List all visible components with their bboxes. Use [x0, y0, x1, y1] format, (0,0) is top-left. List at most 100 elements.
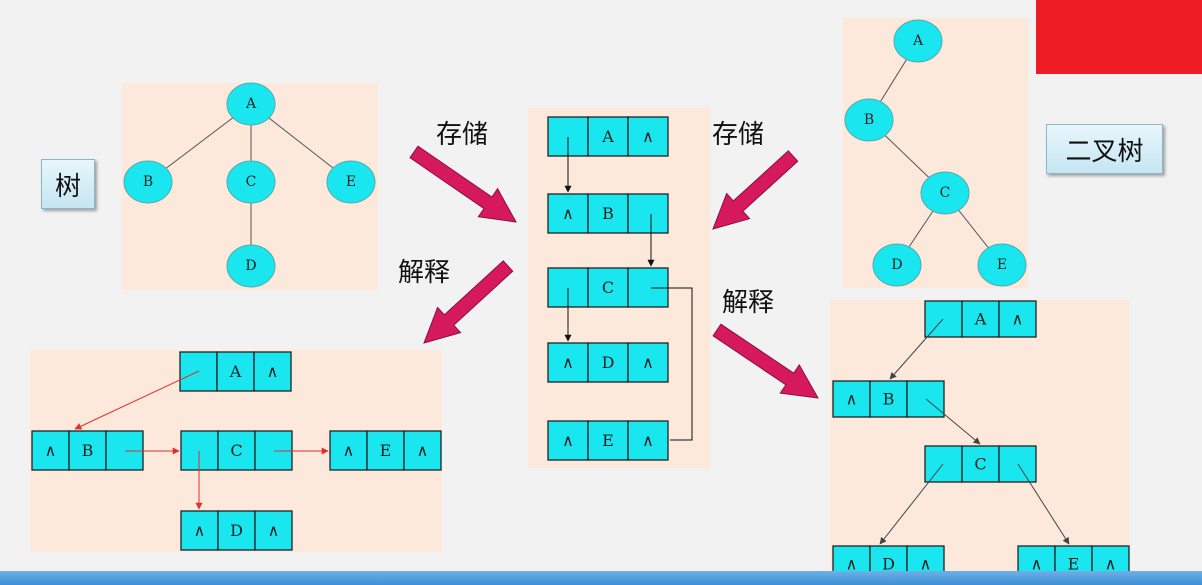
tree-node-label: E	[346, 174, 356, 190]
storage-record-cell-text: E	[602, 431, 614, 450]
storage-link	[651, 287, 693, 441]
left-linked-link	[74, 370, 200, 430]
left-linked-record-cell-text: ∧	[343, 441, 355, 460]
right-linked-link	[889, 318, 944, 380]
left-linked-record-cell-text: ∧	[45, 441, 57, 460]
right-linked-record-cell-text: D	[882, 555, 895, 574]
right-linked-record-cell-text: ∧	[1012, 310, 1024, 329]
right-linked-record-cell	[924, 300, 963, 338]
binary-tree-node-label: A	[912, 33, 924, 49]
left-linked-record-cell-text: B	[82, 441, 94, 460]
binary-tree-panel	[843, 18, 1028, 288]
right-linked-record-cell	[924, 445, 963, 483]
left-linked-record-cell-text: E	[380, 441, 392, 460]
right-linked-record-cell	[906, 380, 945, 418]
right-linked-record-cell	[961, 300, 1000, 338]
right-linked-link	[879, 463, 944, 545]
right-linked-record-cell-text: ∧	[846, 555, 858, 574]
left-linked-record-cell-text: ∧	[194, 521, 206, 540]
binary-tree-node	[872, 243, 922, 287]
binary-tree-node	[920, 171, 970, 215]
right-linked-record-cell-text: ∧	[1031, 555, 1043, 574]
left-linked-record-cell	[216, 351, 255, 392]
tree-node-label: A	[245, 96, 257, 112]
left-linked-record-cell	[180, 510, 219, 551]
left-linked-record-cell	[254, 510, 293, 551]
left-linked-record-cell-text: A	[229, 362, 242, 381]
storage-record-cell	[627, 420, 669, 461]
tree-node	[226, 160, 276, 204]
right-linked-link	[925, 398, 981, 445]
left-linked-record-cell	[217, 430, 256, 471]
storage-record-cell-text: A	[601, 127, 614, 146]
interpret-arrow-right	[712, 323, 819, 399]
binary-tree-node-label: B	[864, 112, 874, 128]
interpret-arrow-left	[423, 260, 514, 344]
tree-node	[226, 82, 276, 126]
store-arrow-left	[409, 145, 517, 223]
right-linked-record-cell-text: B	[883, 390, 895, 409]
binary-tree-node-label: E	[997, 257, 1007, 273]
tree-label: 树	[41, 159, 95, 209]
storage-record-cell	[627, 116, 669, 157]
binary-tree-node	[977, 243, 1027, 287]
tree-node-label: D	[245, 258, 256, 274]
left-linked-record-cell-text: ∧	[417, 441, 429, 460]
right-linked-record-cell	[832, 380, 871, 418]
tree-node-label: B	[143, 174, 153, 190]
left-linked-record-cell-text: ∧	[267, 362, 279, 381]
left-linked-record-cell	[217, 510, 256, 551]
left-linked-record-cell-text: D	[230, 521, 243, 540]
red-corner-block	[1036, 0, 1202, 74]
left-linked-record-cell-text: ∧	[268, 521, 280, 540]
left-linked-record-cell	[253, 351, 292, 392]
storage-record-cell	[587, 420, 629, 461]
storage-record-cell	[627, 342, 669, 383]
store-arrow-right	[712, 150, 799, 230]
storage-record-cell	[547, 342, 589, 383]
store-label-right: 存储	[712, 120, 765, 150]
tree-node	[326, 160, 376, 204]
left-linked-record-cell	[403, 430, 442, 471]
right-linked-link	[1017, 463, 1070, 545]
right-linked-record-cell-text: ∧	[1105, 555, 1117, 574]
right-linked-record-cell-text: A	[974, 310, 987, 329]
right-linked-record-cell	[869, 380, 908, 418]
storage-record-cell-text: ∧	[642, 431, 654, 450]
store-label-left: 存储	[436, 120, 489, 150]
right-linked-record-cell-text: C	[974, 455, 986, 474]
left-linked-record-cell	[105, 430, 144, 471]
interpret-label-right: 解释	[722, 288, 775, 318]
binary-tree-node-label: C	[940, 185, 951, 201]
right-linked-record-cell	[998, 445, 1037, 483]
binary-tree-node-label: D	[891, 257, 902, 273]
storage-record-cell	[587, 193, 629, 234]
storage-record-cell-text: ∧	[562, 431, 574, 450]
right-linked-record-cell-text: ∧	[846, 390, 858, 409]
binary-tree-label: 二叉树	[1046, 124, 1163, 174]
storage-record-cell-text: ∧	[562, 204, 574, 223]
right-linked-record-cell	[961, 445, 1000, 483]
left-linked-record-cell	[31, 430, 70, 471]
storage-record-cell	[587, 342, 629, 383]
storage-record-cell	[627, 193, 669, 234]
storage-record-cell-text: D	[602, 353, 615, 372]
storage-record-cell-text: C	[602, 278, 614, 297]
tree-node	[226, 244, 276, 288]
bottom-taskbar-strip	[0, 571, 1202, 585]
interpret-label-left: 解释	[398, 258, 451, 288]
storage-record-cell-text: ∧	[642, 353, 654, 372]
storage-record-cell	[547, 193, 589, 234]
left-linked-record-cell-text: C	[230, 441, 242, 460]
left-linked-record-cell	[366, 430, 405, 471]
storage-record-cell-text: ∧	[642, 127, 654, 146]
storage-record-cell-text: B	[602, 204, 614, 223]
tree-node	[123, 160, 173, 204]
right-linked-record-cell	[998, 300, 1037, 338]
right-linked-record-cell-text: ∧	[920, 555, 932, 574]
storage-record-cell-text: ∧	[562, 353, 574, 372]
right-linked-record-cell-text: E	[1068, 555, 1080, 574]
binary-tree-node	[893, 19, 943, 63]
tree-node-label: C	[246, 174, 257, 190]
